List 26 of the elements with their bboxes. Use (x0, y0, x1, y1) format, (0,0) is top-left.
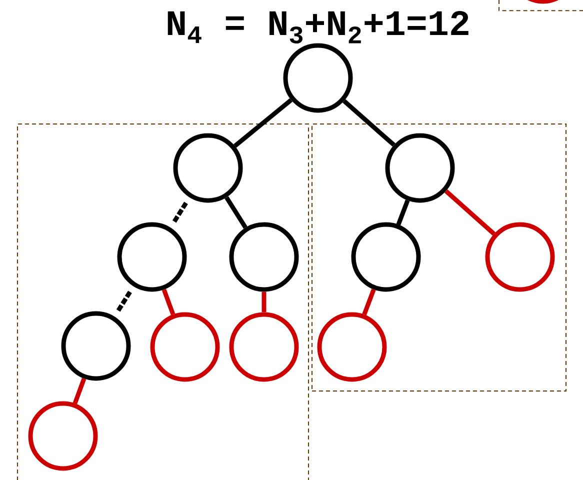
circle-node (28, 401, 98, 471)
connector-line (396, 200, 410, 226)
connector-line (444, 189, 496, 236)
dashed-frame (312, 123, 566, 392)
connector-line (362, 288, 376, 316)
circle-node (283, 43, 353, 113)
circle-node (229, 312, 299, 382)
circle-node (351, 222, 421, 292)
connector-line (224, 196, 248, 229)
circle-node (173, 133, 243, 203)
circle-node (150, 312, 220, 382)
connector-line (262, 292, 266, 312)
connector-line (172, 202, 188, 224)
circle-node (485, 222, 555, 292)
circle-node (385, 133, 455, 203)
circle-node (61, 311, 131, 381)
dashed-frame (17, 123, 309, 480)
circle-node (229, 222, 299, 292)
connector-line (116, 290, 132, 312)
connector-line (342, 99, 396, 147)
connector-line (72, 378, 86, 404)
connector-line (233, 98, 293, 148)
circle-node (117, 222, 187, 292)
title: N$_{4}$ = N$_{3}$+N$_{2}$+1=12 (168, 11, 468, 44)
circle-node (317, 312, 387, 382)
connector-line (162, 288, 176, 316)
